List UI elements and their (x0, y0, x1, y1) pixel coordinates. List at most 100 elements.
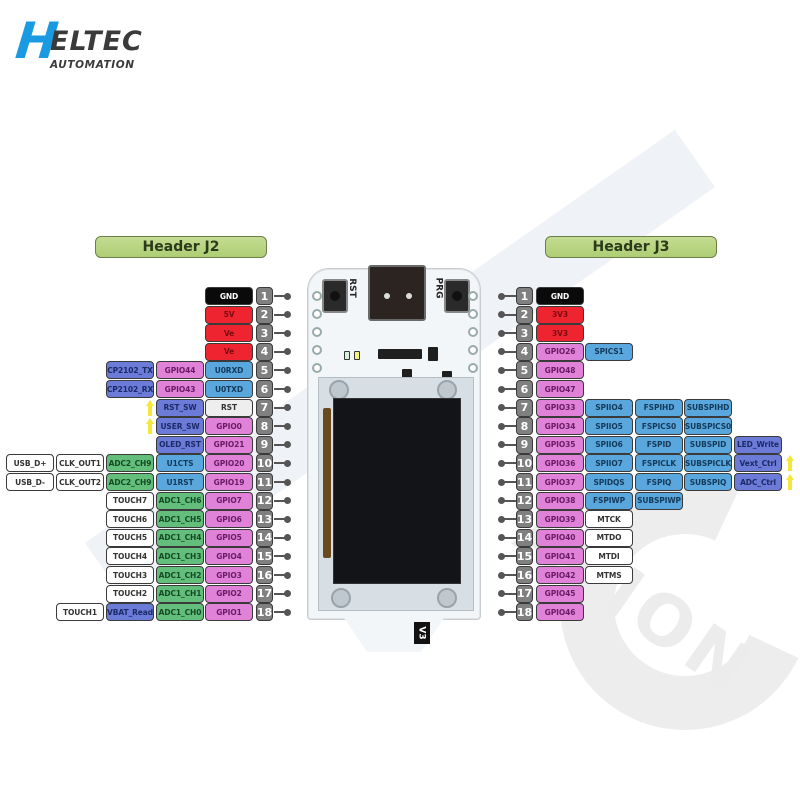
pin-function-label: GPIO3 (205, 566, 253, 584)
pin-lead (274, 332, 286, 335)
pin-function-label: USB_D+ (6, 454, 54, 473)
pin-dot-icon (498, 534, 505, 542)
pin-dot-icon (498, 515, 505, 523)
pin-function-label: ADC1_CH0 (156, 603, 204, 622)
pin-lead (274, 313, 286, 316)
pin-dot-icon (498, 497, 505, 505)
pin-function-label: GPIO35 (536, 435, 584, 454)
pin-function-label: GPIO46 (536, 603, 584, 622)
pin-function-label: MTMS (585, 566, 633, 584)
pin-dot-icon (284, 329, 291, 337)
pin-function-label: GPIO1 (205, 603, 253, 622)
pin-function-label: USER_SW (156, 417, 204, 436)
pin-function-label: SUBSPID (684, 435, 732, 454)
pin-function-label: GPIO7 (205, 491, 253, 510)
pin-function-label: U0TXD (205, 380, 253, 398)
pin-function-label: SPICS1 (585, 342, 633, 361)
pin-dot-icon (284, 608, 291, 616)
pin-function-label: GPIO42 (536, 566, 584, 584)
pin-dot-icon (498, 571, 505, 579)
pin-function-label: 3V3 (536, 324, 584, 343)
pin-function-label: CP2102_RX (106, 380, 154, 398)
pin-function-label: GPIO40 (536, 528, 584, 547)
pin-number: 7 (516, 398, 533, 417)
pin-function-label: GPIO36 (536, 454, 584, 473)
pin-number: 15 (256, 547, 273, 566)
pin-number: 16 (516, 566, 533, 584)
pin-dot-icon (498, 608, 505, 616)
pin-function-label: FSPIHD (635, 398, 683, 417)
pin-function-label: TOUCH7 (106, 491, 154, 510)
pin-number: 12 (516, 491, 533, 510)
pin-dot-icon (498, 404, 505, 412)
pin-lead (504, 388, 516, 390)
pin-function-label: CP2102_TX (106, 361, 154, 380)
up-arrow-icon (146, 418, 154, 435)
version-label: V3 (414, 622, 430, 644)
pin-function-label: ADC1_CH4 (156, 528, 204, 547)
pin-number: 4 (256, 342, 273, 361)
pin-lead (504, 406, 516, 409)
pin-dot-icon (284, 441, 291, 449)
pin-function-label: TOUCH2 (106, 584, 154, 603)
pin-lead (274, 295, 286, 297)
usb-c-connector-icon (368, 265, 426, 321)
pin-function-label: GPIO4 (205, 547, 253, 566)
pin-function-label: GPIO41 (536, 547, 584, 566)
pin-dot-icon (498, 348, 505, 356)
pin-number: 7 (256, 398, 273, 417)
pin-function-label: SUBSPICLK (684, 454, 732, 473)
pin-function-label: ADC1_CH6 (156, 491, 204, 510)
pin-function-label: ADC1_CH5 (156, 510, 204, 529)
pin-lead (274, 536, 286, 539)
pin-function-label: 3V3 (536, 305, 584, 324)
pin-dot-icon (498, 552, 505, 560)
pin-lead (274, 518, 286, 521)
pin-lead (504, 350, 516, 353)
pin-function-label: RST (205, 398, 253, 417)
rst-button-icon (322, 279, 348, 313)
pin-number: 18 (516, 603, 533, 622)
pin-dot-icon (284, 459, 291, 467)
pin-dot-icon (498, 329, 505, 337)
pin-number: 17 (256, 584, 273, 603)
pin-dot-icon (284, 534, 291, 542)
pin-function-label: GPIO0 (205, 417, 253, 436)
pin-function-label: SPIIO6 (585, 435, 633, 454)
pin-lead (274, 611, 286, 614)
pin-lead (504, 443, 516, 446)
pin-number: 10 (516, 454, 533, 473)
pin-number: 9 (516, 435, 533, 454)
pin-function-label: Vext_Ctrl (734, 454, 782, 473)
pin-dot-icon (284, 590, 291, 598)
pin-dot-icon (498, 590, 505, 598)
pin-function-label: SPIIO4 (585, 398, 633, 417)
pin-dot-icon (498, 292, 505, 300)
pin-dot-icon (284, 348, 291, 356)
pin-lead (504, 425, 516, 428)
pin-dot-icon (284, 385, 291, 393)
pin-dot-icon (284, 478, 291, 486)
pin-lead (274, 462, 286, 465)
pin-dot-icon (498, 366, 505, 374)
pin-dot-icon (498, 385, 505, 393)
pin-lead (504, 536, 516, 539)
